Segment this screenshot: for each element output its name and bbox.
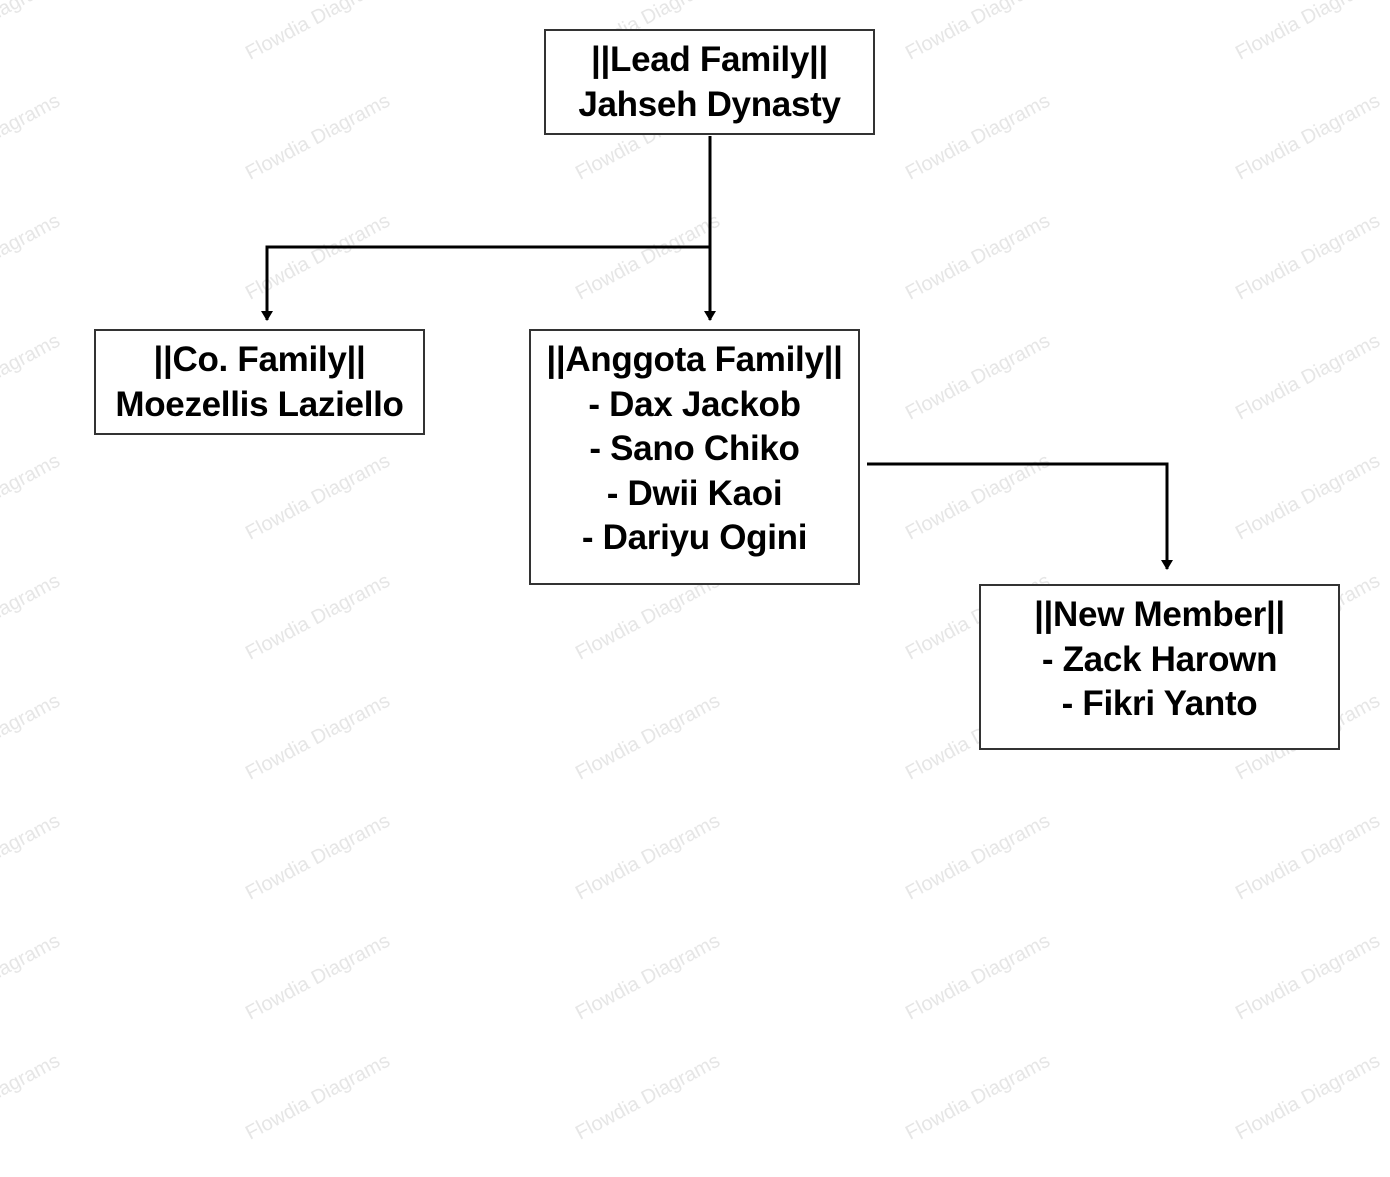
node-anggota-member: - Dariyu Ogini [581, 518, 808, 557]
node-anggota-family[interactable]: ||Anggota Family|| - Dax Jackob - Sano C… [529, 329, 860, 585]
node-lead-family[interactable]: ||Lead Family|| Jahseh Dynasty [544, 29, 875, 135]
node-anggota-member: - Dwii Kaoi [606, 473, 783, 513]
node-co-title: ||Co. Family|| [153, 340, 366, 379]
connector-anggota-to-new-member [867, 462, 1173, 570]
node-co-family[interactable]: ||Co. Family|| Moezellis Laziello [94, 329, 425, 435]
node-new-member-member: - Zack Harown [1041, 639, 1278, 679]
node-anggota-member: - Dax Jackob [588, 384, 801, 424]
node-lead-member: Jahseh Dynasty [578, 84, 841, 124]
node-co-member: Moezellis Laziello [115, 384, 404, 424]
node-new-member-title: ||New Member|| [1034, 595, 1285, 634]
connector-lead-to-co [261, 245, 710, 321]
node-anggota-member: - Sano Chiko [589, 429, 800, 468]
node-anggota-title: ||Anggota Family|| [546, 340, 843, 379]
node-new-member[interactable]: ||New Member|| - Zack Harown - Fikri Yan… [979, 584, 1340, 750]
node-lead-title: ||Lead Family|| [591, 40, 828, 79]
node-new-member-member: - Fikri Yanto [1061, 684, 1258, 723]
